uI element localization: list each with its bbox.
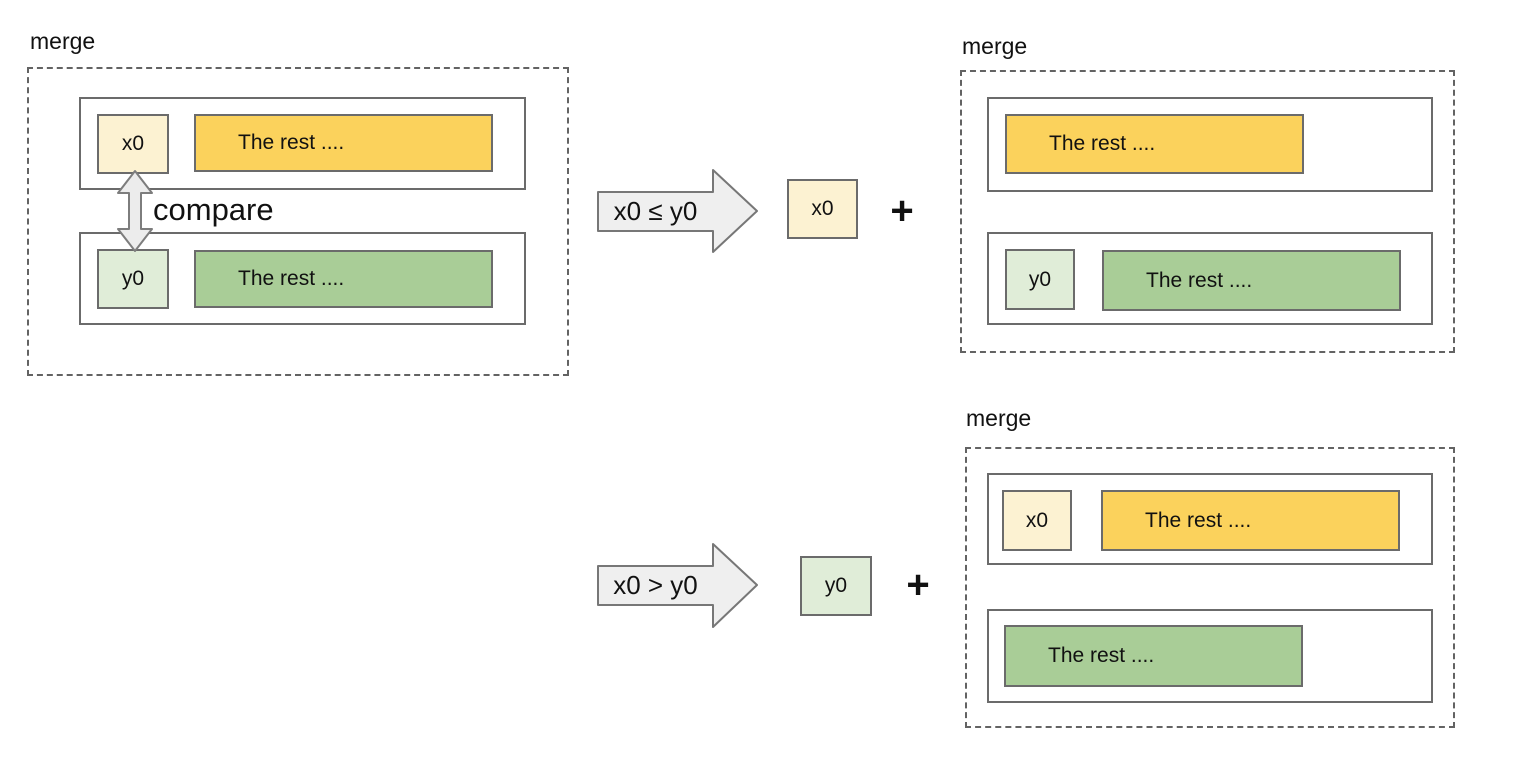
left-list-x-rest-bar: The rest .... — [194, 114, 493, 172]
case-le-list-y-rest-label: The rest .... — [1146, 268, 1253, 292]
case-le-list-x-rest-label: The rest .... — [1049, 132, 1156, 155]
left-merge-title: merge — [30, 28, 96, 54]
left-list-y-head-cell: y0 — [97, 249, 169, 309]
case-gt-list-x-head-label: x0 — [1025, 508, 1049, 532]
left-list-x-head-label: x0 — [121, 132, 145, 155]
case-le-merge-title: merge — [962, 33, 1028, 59]
case-gt-list-x-rest-bar: The rest .... — [1101, 490, 1400, 551]
case-gt-picked-cell: y0 — [800, 556, 872, 616]
case-gt-picked-label: y0 — [824, 574, 848, 597]
case-le-plus-sign: + — [890, 188, 914, 233]
case-gt-merge-title: merge — [966, 405, 1032, 431]
compare-label: compare — [153, 192, 274, 227]
left-list-y-rest-label: The rest .... — [238, 267, 345, 290]
case-gt-list-x-head-cell: x0 — [1002, 490, 1072, 551]
case-le-list-y-head-label: y0 — [1028, 267, 1052, 291]
case-le-merge-dashed-box — [960, 70, 1455, 353]
case-gt-plus-sign: + — [906, 562, 930, 607]
case-le-list-y-rest-bar: The rest .... — [1102, 250, 1401, 311]
case-gt-merge-dashed-box — [965, 447, 1455, 728]
left-list-x-head-cell: x0 — [97, 114, 169, 174]
case-gt-condition-label: x0 > y0 — [613, 570, 698, 600]
left-merge-dashed-box — [27, 67, 569, 376]
left-list-x-rest-label: The rest .... — [238, 131, 345, 154]
case-gt-list-y-rest-label: The rest .... — [1048, 644, 1155, 667]
case-le-picked-cell: x0 — [787, 179, 858, 239]
case-le-condition-label: x0 ≤ y0 — [613, 196, 698, 226]
case-le-list-y-head-cell: y0 — [1005, 249, 1075, 310]
case-gt-list-x-rest-label: The rest .... — [1145, 508, 1252, 532]
case-gt-list-y-rest-bar: The rest .... — [1004, 625, 1303, 687]
left-list-y-rest-bar: The rest .... — [194, 250, 493, 308]
case-le-list-x-rest-bar: The rest .... — [1005, 114, 1304, 174]
case-le-picked-label: x0 — [811, 197, 834, 220]
left-list-y-head-label: y0 — [121, 267, 145, 290]
